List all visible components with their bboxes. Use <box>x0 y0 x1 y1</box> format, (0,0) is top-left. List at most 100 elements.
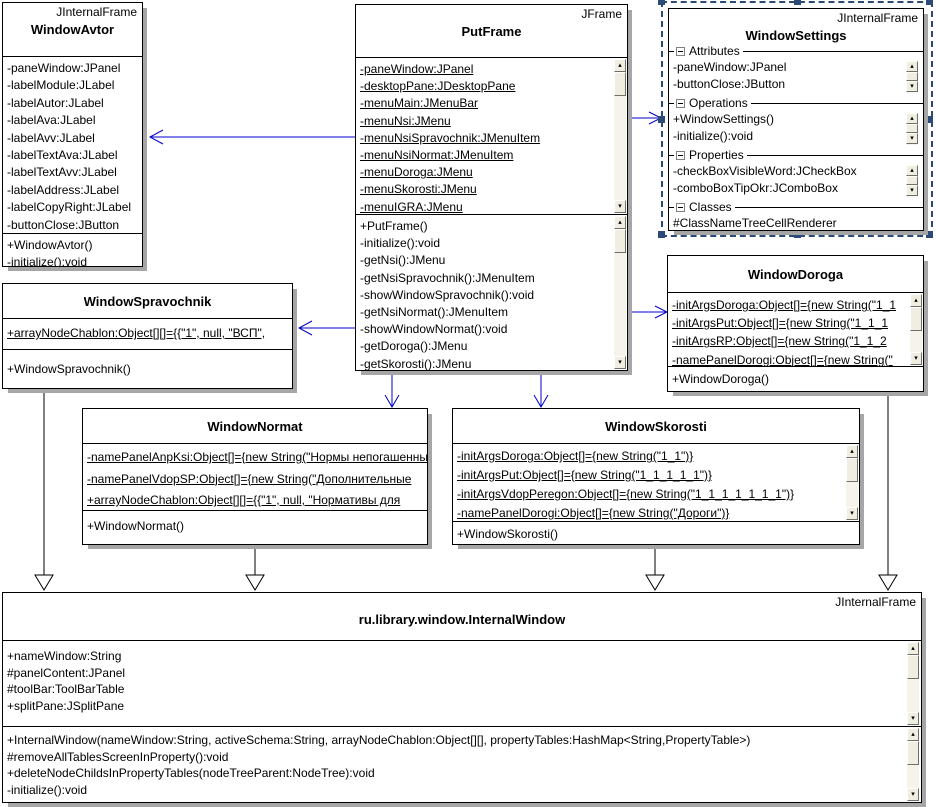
attribute-row[interactable]: +nameWindow:String <box>7 649 122 663</box>
vertical-scrollbar[interactable]: ▴ ▾ <box>907 728 919 801</box>
attribute-row[interactable]: -paneWindow:JPanel <box>360 62 474 76</box>
attribute-row[interactable]: -namePanelDorogi:Object[]={new String("Д… <box>457 506 730 520</box>
attribute-row[interactable]: -menuNsi:JMenu <box>360 113 451 128</box>
operation-row[interactable]: +WindowDoroga() <box>672 372 770 386</box>
vertical-scrollbar[interactable]: ▴ ▾ <box>614 216 626 369</box>
attribute-row[interactable]: -buttonClose:JButton <box>7 217 120 232</box>
scroll-thumb[interactable] <box>614 229 626 253</box>
operation-row[interactable]: -getNsiSpravochnik():JMenuItem <box>360 270 535 285</box>
collapse-icon[interactable] <box>676 202 685 212</box>
operation-row[interactable]: -showWindowSpravochnik():void <box>360 287 535 302</box>
property-row[interactable]: -comboBoxTipOkr:JComboBox <box>673 181 838 195</box>
scroll-down-button[interactable]: ▾ <box>907 788 919 801</box>
attribute-row[interactable]: #panelContent:JPanel <box>7 665 126 680</box>
scroll-up-button[interactable]: ▴ <box>907 728 919 741</box>
scroll-down-button[interactable]: ▾ <box>910 352 922 365</box>
attribute-row[interactable]: -labelAva:JLabel <box>7 113 96 128</box>
vertical-scrollbar[interactable]: ▴ ▾ <box>906 61 918 93</box>
operation-row[interactable]: -initialize():void <box>7 782 88 797</box>
scroll-up-button[interactable]: ▴ <box>846 445 858 458</box>
association-putframe-to-windowdoroga[interactable] <box>629 305 669 319</box>
attribute-row[interactable]: -buttonClose:JButton <box>673 77 786 91</box>
class-box-windowavtor[interactable]: JInternalFrame WindowAvtor -paneWindow:J… <box>2 2 143 267</box>
operation-row[interactable]: -initialize():void <box>360 236 441 251</box>
selection-handle[interactable] <box>658 116 665 123</box>
scroll-down-button[interactable]: ▾ <box>846 507 858 520</box>
scroll-thumb[interactable] <box>906 124 918 133</box>
association-putframe-to-windowspravochnik[interactable] <box>297 320 355 336</box>
attribute-row[interactable]: -labelTextAva:JLabel <box>7 147 118 162</box>
vertical-scrollbar[interactable]: ▴ ▾ <box>846 445 858 520</box>
operation-row[interactable]: +deleteNodeChildsInPropertyTables(nodeTr… <box>7 766 375 781</box>
attribute-row[interactable]: +arrayNodeChablon:Object[][]={{"1", null… <box>7 326 266 340</box>
vertical-scrollbar[interactable]: ▴ ▾ <box>906 165 918 197</box>
scroll-thumb[interactable] <box>906 72 918 81</box>
selection-handle[interactable] <box>926 116 933 123</box>
class-box-windowsettings[interactable]: JInternalFrame WindowSettings Attributes… <box>668 8 924 231</box>
scroll-up-button[interactable]: ▴ <box>906 113 918 124</box>
attribute-row[interactable]: -initArgsVdopPeregon:Object[]={new Strin… <box>457 487 795 501</box>
scroll-up-button[interactable]: ▴ <box>906 165 918 176</box>
scroll-down-button[interactable]: ▾ <box>906 185 918 196</box>
selection-handle[interactable] <box>926 231 933 238</box>
selection-handle[interactable] <box>794 0 801 5</box>
selection-handle[interactable] <box>794 231 801 238</box>
operation-row[interactable]: -showWindowNormat():void <box>360 322 508 337</box>
vertical-scrollbar[interactable]: ▴ ▾ <box>910 294 922 365</box>
association-putframe-to-windownormat[interactable] <box>384 371 400 408</box>
collapse-icon[interactable] <box>676 98 685 108</box>
attribute-row[interactable]: -labelTextAvv:JLabel <box>7 165 117 180</box>
scroll-thumb[interactable] <box>846 458 858 482</box>
operation-row[interactable]: +InternalWindow(nameWindow:String, activ… <box>7 733 751 747</box>
property-row[interactable]: -checkBoxVisibleWord:JCheckBox <box>673 164 857 178</box>
attribute-row[interactable]: #toolBar:ToolBarTable <box>7 682 125 697</box>
scroll-down-button[interactable]: ▾ <box>614 356 626 369</box>
vertical-scrollbar[interactable]: ▴ ▾ <box>614 59 626 213</box>
attribute-row[interactable]: -menuIGRA:JMenu <box>360 199 463 214</box>
operation-row[interactable]: #removeAllTablesScreenInProperty():void <box>7 749 229 764</box>
scrollbar-track[interactable] <box>910 331 922 352</box>
attribute-row[interactable]: -paneWindow:JPanel <box>673 60 787 74</box>
attribute-row[interactable]: -labelAutor:JLabel <box>7 95 104 110</box>
operation-row[interactable]: +WindowSpravochnik() <box>7 362 131 376</box>
association-putframe-to-windowsettings[interactable] <box>629 111 663 125</box>
operation-row[interactable]: -getNsiNormat():JMenuItem <box>360 304 509 319</box>
operation-row[interactable]: -initialize():void <box>673 129 754 143</box>
scrollbar-track[interactable] <box>907 679 919 712</box>
attribute-row[interactable]: -paneWindow:JPanel <box>7 61 121 75</box>
class-box-windowdoroga[interactable]: WindowDoroga ▴ ▾ -initArgsDoroga:Object[… <box>667 255 924 392</box>
vertical-scrollbar[interactable]: ▴ ▾ <box>906 113 918 145</box>
attribute-row[interactable]: -namePanelVdopSP:Object[]={new String("Д… <box>87 471 412 486</box>
association-putframe-to-windowskorosti[interactable] <box>533 371 549 408</box>
class-row[interactable]: #ClassNameTreeCellRenderer <box>673 216 837 230</box>
class-box-windowspravochnik[interactable]: WindowSpravochnik +arrayNodeChablon:Obje… <box>2 283 293 389</box>
attribute-row[interactable]: -labelCopyRight:JLabel <box>7 200 132 215</box>
attribute-row[interactable]: -initArgsDoroga:Object[]={new String("1_… <box>672 298 897 312</box>
attribute-row[interactable]: -initArgsDoroga:Object[]={new String("1_… <box>457 449 694 463</box>
scroll-thumb[interactable] <box>907 741 919 765</box>
attribute-row[interactable]: -menuMain:JMenuBar <box>360 96 479 111</box>
vertical-scrollbar[interactable]: ▴ ▾ <box>907 642 919 725</box>
attribute-row[interactable]: -labelAvv:JLabel <box>7 130 95 145</box>
scrollbar-track[interactable] <box>614 253 626 356</box>
attribute-row[interactable]: -namePanelDorogi:Object[]={new String(" <box>672 352 893 366</box>
scroll-thumb[interactable] <box>910 307 922 331</box>
operation-row[interactable]: +PutFrame() <box>360 219 428 233</box>
scroll-down-button[interactable]: ▾ <box>906 81 918 92</box>
attribute-row[interactable]: -menuNsiNormat:JMenuItem <box>360 147 514 162</box>
collapse-icon[interactable] <box>676 150 685 160</box>
operation-row[interactable]: +WindowSettings() <box>673 112 775 126</box>
scrollbar-track[interactable] <box>846 482 858 507</box>
attribute-row[interactable]: -initArgsPut:Object[]={new String("1_1_1… <box>457 468 712 482</box>
attribute-row[interactable]: -menuSkorosti:JMenu <box>360 182 477 197</box>
scroll-up-button[interactable]: ▴ <box>906 61 918 72</box>
operation-row[interactable]: +WindowSkorosti() <box>457 527 559 541</box>
scroll-up-button[interactable]: ▴ <box>910 294 922 307</box>
operation-row[interactable]: -getDoroga():JMenu <box>360 339 468 354</box>
class-box-windowskorosti[interactable]: WindowSkorosti ▴ ▾ -initArgsDoroga:Objec… <box>452 408 860 545</box>
attribute-row[interactable]: -desktopPane:JDesktopPane <box>360 79 516 94</box>
association-putframe-to-windowavtor[interactable] <box>148 129 355 145</box>
attribute-row[interactable]: +arrayNodeChablon:Object[][]={{"1", null… <box>87 493 401 507</box>
scroll-up-button[interactable]: ▴ <box>614 216 626 229</box>
scroll-thumb[interactable] <box>906 176 918 185</box>
